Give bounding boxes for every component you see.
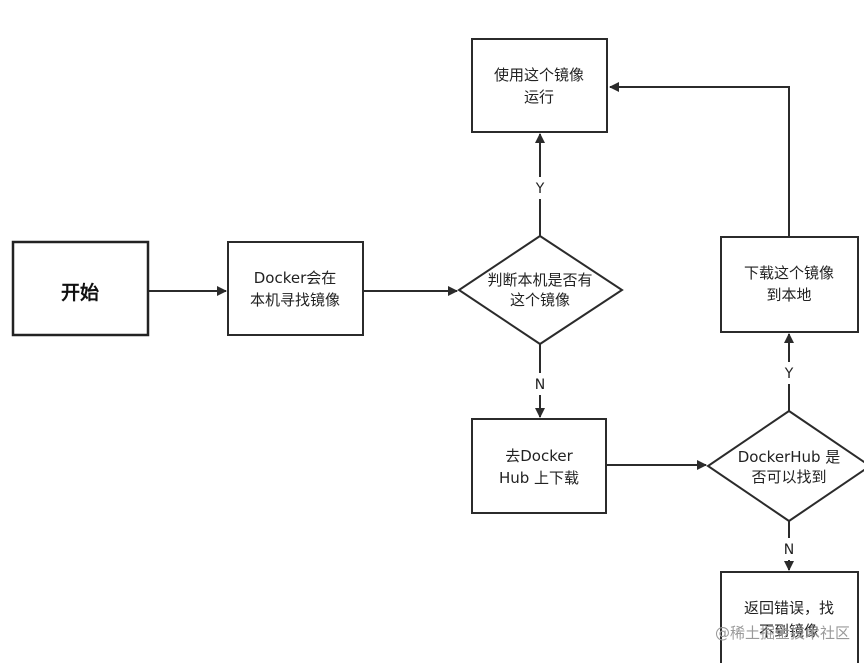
node-run-image: 使用这个镜像 运行 xyxy=(471,38,608,133)
node-return-error-line-2: 不到镜像 xyxy=(759,622,819,640)
watermark: @稀土掘金技术社区 xyxy=(714,624,850,642)
node-has-local-decision: 判断本机是否有 这个镜像 xyxy=(457,234,624,346)
edge-label-hub-found-no: N xyxy=(784,542,794,558)
edge-download-to-run xyxy=(609,82,790,237)
node-download-local-line-1: 下载这个镜像 xyxy=(744,264,834,282)
node-run-image-line-1: 使用这个镜像 xyxy=(494,66,584,84)
node-has-local-line-1: 判断本机是否有 xyxy=(487,271,592,289)
node-download-local-line-2: 到本地 xyxy=(766,286,811,304)
node-hub-found-line-1: DockerHub 是 xyxy=(738,448,841,466)
node-search-local-line-1: Docker会在 xyxy=(254,269,337,287)
node-search-local-line-2: 本机寻找镜像 xyxy=(250,291,340,309)
node-download-local: 下载这个镜像 到本地 xyxy=(720,236,859,333)
node-pull-hub-line-1: 去Docker xyxy=(505,447,573,465)
node-return-error-line-1: 返回错误，找 xyxy=(744,599,834,617)
node-return-error: 返回错误，找 不到镜像 xyxy=(720,571,859,663)
edge-label-has-local-no: N xyxy=(535,377,545,393)
edge-label-has-local-yes: Y xyxy=(535,181,545,197)
node-start-label: 开始 xyxy=(61,281,99,304)
node-pull-hub-line-2: Hub 上下载 xyxy=(499,469,579,487)
node-hub-found-decision: DockerHub 是 否可以找到 xyxy=(706,409,864,523)
node-pull-hub: 去Docker Hub 上下载 xyxy=(471,418,607,514)
node-search-local: Docker会在 本机寻找镜像 xyxy=(227,241,364,336)
node-start: 开始 xyxy=(11,240,150,337)
edge-label-hub-found-yes: Y xyxy=(784,366,794,382)
node-hub-found-line-2: 否可以找到 xyxy=(751,468,826,486)
node-has-local-line-2: 这个镜像 xyxy=(510,291,570,309)
node-run-image-line-2: 运行 xyxy=(524,88,554,106)
